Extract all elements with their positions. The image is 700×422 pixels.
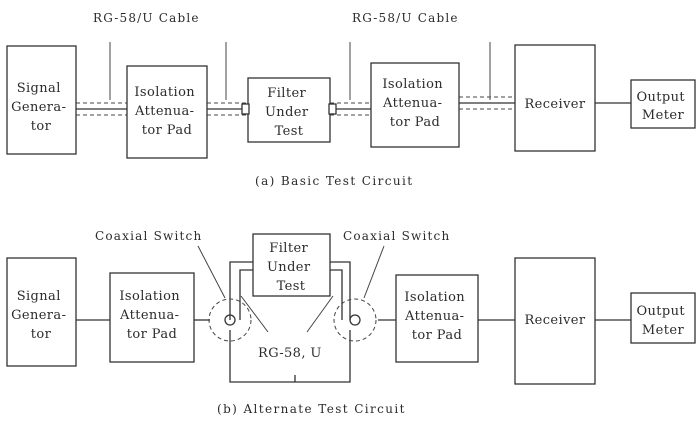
signal-generator-label-b: Signal Genera- tor [11, 289, 71, 342]
cable-pad2-to-receiver [459, 96, 515, 110]
cable-filter-to-pad2 [330, 102, 371, 116]
receiver-block [514, 44, 596, 152]
receiver-block-b [514, 257, 596, 385]
output-meter-label-b: Output Meter [636, 304, 689, 338]
cable-label-right: RG-58/U Cable [352, 11, 459, 25]
output-meter-block-b [630, 292, 696, 344]
isolation-pad-2-block-b [395, 274, 479, 363]
cable-pad1-to-filter [207, 102, 248, 116]
cable-gen-to-pad1 [76, 102, 127, 116]
isolation-pad-1-block [126, 65, 208, 159]
isolation-pad-1-block-b [109, 272, 195, 363]
output-meter-block [630, 79, 696, 129]
path-filter-to-switch-inner [330, 269, 343, 320]
receiver-label-b: Receiver [524, 313, 585, 328]
coaxial-switch-right-pivot [349, 314, 361, 326]
cable-label-left: RG-58/U Cable [93, 11, 200, 25]
isolation-pad-1-label-b: Isolation Attenua- tor Pad [119, 289, 185, 342]
signal-generator-block [6, 45, 77, 155]
isolation-pad-2-label-b: Isolation Attenua- tor Pad [404, 290, 470, 343]
isolation-pad-2-block [370, 62, 460, 148]
switch-label-left: Coaxial Switch [95, 229, 202, 243]
isolation-pad-2-label: Isolation Attenua- tor Pad [382, 77, 448, 130]
bypass-cable-label: RG-58, U [258, 346, 322, 361]
coaxial-switch-left [208, 298, 252, 342]
path-switch-to-filter-outer [229, 261, 253, 320]
receiver-label: Receiver [524, 97, 585, 112]
caption-b: (b) Alternate Test Circuit [217, 402, 406, 416]
filter-connector-right [328, 103, 337, 115]
filter-under-test-label-b: Filter Under Test [267, 241, 315, 294]
leader-cable-left [240, 295, 269, 333]
coaxial-switch-right [333, 298, 377, 342]
leader-switch-left [197, 245, 226, 299]
filter-under-test-label: Filter Under Test [265, 86, 313, 139]
output-meter-label: Output Meter [636, 90, 689, 123]
signal-generator-block-b [6, 257, 77, 367]
alternate-test-circuit: Coaxial Switch Coaxial Switch RG-58, U S… [6, 229, 696, 416]
caption-a: (a) Basic Test Circuit [255, 174, 413, 188]
switch-label-right: Coaxial Switch [343, 229, 450, 243]
filter-under-test-block-b [252, 233, 331, 297]
isolation-pad-1-label: Isolation Attenua- tor Pad [134, 85, 200, 138]
coaxial-switch-left-pivot [224, 314, 236, 326]
filter-under-test-block [247, 77, 331, 143]
signal-generator-label: Signal Genera- tor [11, 81, 71, 134]
basic-test-circuit: RG-58/U Cable RG-58/U Cable Signal Gener… [6, 11, 696, 188]
leader-switch-right [363, 245, 385, 299]
filter-connector-left [241, 103, 250, 115]
path-switch-to-filter-inner [239, 269, 253, 320]
leader-cable-right [306, 295, 334, 333]
bypass-cable [229, 330, 351, 383]
path-filter-to-switch-outer [330, 261, 351, 320]
